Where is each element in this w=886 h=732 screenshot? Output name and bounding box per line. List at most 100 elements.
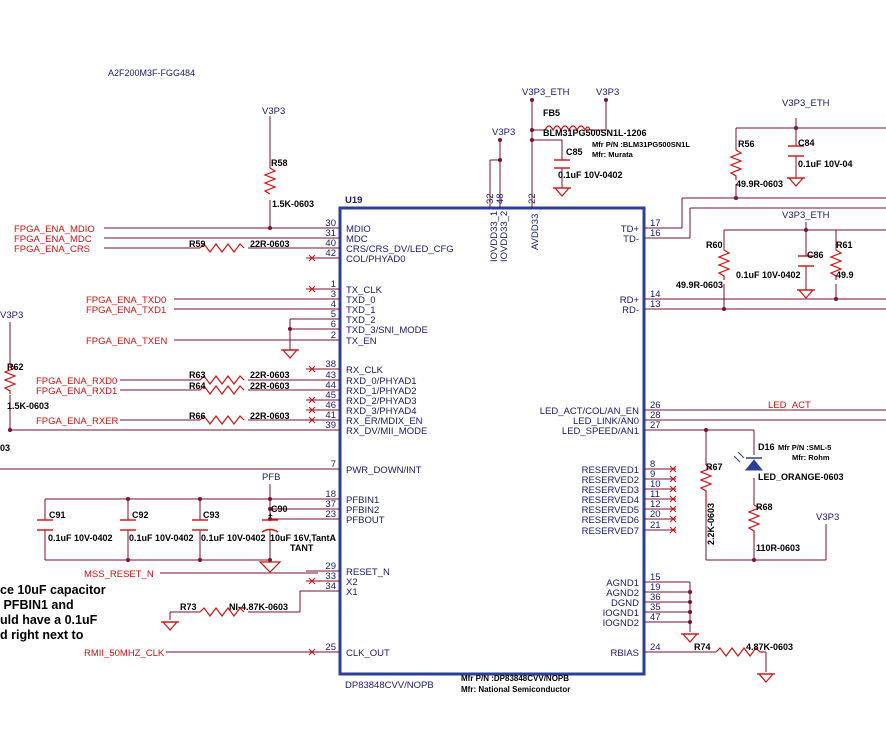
r58-resistor [263,167,277,195]
pin-name-col-phyad0: COL/PHYAD0 [346,254,405,265]
pin-name-tx-clk: TX_CLK [346,285,383,296]
pin-name-txd-2: TXD_2 [346,315,376,326]
c84-ref: C84 [798,138,815,148]
net-mss-reset-n[interactable]: MSS_RESET_N [84,569,154,580]
pin-name-dgnd: DGND [611,598,639,609]
pin-num-11: 11 [650,489,660,500]
pin-num-18: 18 [325,489,336,500]
r66-ref: R66 [189,411,206,421]
r56-resistor [729,149,743,180]
net-fpga-ena-txd1[interactable]: FPGA_ENA_TXD1 [86,305,166,316]
net-fpga-ena-txen[interactable]: FPGA_ENA_TXEN [86,336,167,347]
pin-name-reserved1: RESERVED1 [582,465,639,476]
r67-value: 2.2K-0603 [706,503,716,545]
pin-num-1: 1 [331,279,336,290]
r62-value: 1.5K-0603 [7,401,49,411]
c93-value: 0.1uF 10V-0402 [201,533,266,543]
pin-name-reserved2: RESERVED2 [582,475,639,486]
no-connect-mark [308,365,316,373]
c85-value: 0.1uF 10V-0402 [558,170,623,180]
no-connect-mark [669,475,677,483]
net-rmii-50mhz-clk[interactable]: RMII_50MHZ_CLK [84,648,165,659]
d16-led [744,459,764,471]
power-v3p3-eth-r56: V3P3_ETH [782,98,830,109]
c90-type: TANT [290,543,314,553]
pin-num-12: 12 [650,499,661,510]
r67-resistor [699,464,713,505]
pin-num-5: 5 [331,309,336,320]
r67-ref: R67 [706,462,723,472]
pin-name-pfbout: PFBOUT [346,515,385,526]
top-pins: 32 48 22 IOVDD33_1 IOVDD33_2 AVDD33 [485,140,541,262]
pin-num-20: 20 [650,509,661,520]
pin-name-mdio: MDIO [346,224,371,235]
fb5-network [531,100,607,188]
pin-name-iognd1: IOGND1 [603,608,639,619]
pin-num-33: 33 [325,571,336,582]
pin-num-40: 40 [325,238,336,249]
r64-value: 22R-0603 [250,381,290,391]
pin-name-agnd2: AGND2 [606,588,639,599]
design-note: ce 10uF capacitor PFBIN1 and uld have a … [0,583,106,642]
r61-ref: R61 [836,240,853,250]
net-fpga-ena-rxd1[interactable]: FPGA_ENA_RXD1 [36,386,117,397]
pin-name-x1: X1 [346,587,358,598]
no-connect-mark [669,485,677,493]
net-fpga-ena-mdc[interactable]: FPGA_ENA_MDC [14,234,92,245]
r73-value: NI-4.87K-0603 [229,602,288,612]
pin-num-22: 22 [527,193,538,204]
pin-num-24: 24 [650,642,661,653]
net-fpga-ena-mdio[interactable]: FPGA_ENA_MDIO [14,224,95,235]
r74-resistor [715,647,764,657]
pin-name-reserved6: RESERVED6 [582,515,639,526]
pin-name-txd-1: TXD_1 [346,305,376,316]
r58-ref: R58 [271,158,288,168]
pin-num-39: 39 [325,420,336,431]
net-fpga-ena-rxer[interactable]: FPGA_ENA_RXER [36,416,118,427]
pin-num-34: 34 [325,581,336,592]
net-fpga-ena-rxd0[interactable]: FPGA_ENA_RXD0 [36,376,117,387]
pin-name-rx-clk: RX_CLK [346,365,384,376]
net-led-act[interactable]: LED_ACT [768,400,811,411]
power-v3p3-eth-r60: V3P3_ETH [782,210,830,221]
r59-ref: R59 [189,239,206,249]
r61-value: 49.9 [836,270,854,280]
pin-name-rxd-1-phyad2: RXD_1/PHYAD2 [346,386,417,397]
net-fpga-ena-crs[interactable]: FPGA_ENA_CRS [14,244,90,255]
r66-value: 22R-0603 [250,411,290,421]
pin-num-8: 8 [650,459,655,470]
r68-value: 110R-0603 [756,543,800,553]
pin-name-rx-er-mdix-en: RX_ER/MDIX_EN [346,416,423,427]
r58-value: 1.5K-0603 [272,199,314,209]
pin-name-txd-3-sni-mode: TXD_3/SNI_MODE [346,325,428,336]
pin-name-reserved5: RESERVED5 [582,505,639,516]
pin-name-reserved7: RESERVED7 [582,526,639,537]
pin-num-35: 35 [650,602,661,613]
power-v3p3-fb: V3P3 [596,87,619,98]
r73-network [169,590,318,620]
power-v3p3-r62: V3P3 [0,310,23,321]
pin-num-32: 32 [485,193,496,204]
pin-name-txd-0: TXD_0 [346,295,376,306]
pin-num-28: 28 [650,410,661,421]
pin-num-41: 41 [325,410,336,421]
u19-body[interactable] [338,206,646,676]
note-line-1: ce 10uF capacitor [0,583,106,597]
c92-value: 0.1uF 10V-0402 [129,533,194,543]
no-connect-mark [308,254,316,262]
pin-name-avdd33: AVDD33 [530,214,541,250]
pin-num-15: 15 [650,572,661,583]
r62-tail-text: 03 [0,443,10,453]
pin-num-7: 7 [331,459,336,470]
pin-name-rxd-2-phyad3: RXD_2/PHYAD3 [346,396,417,407]
c84-value: 0.1uF 10V-04 [798,159,853,169]
fb5-mfr: Mfr: Murata [592,150,634,159]
c85-ref: C85 [566,147,583,157]
r59-resistor [199,243,245,253]
pin-name-clk-out: CLK_OUT [346,648,390,659]
pin-num-47: 47 [650,612,661,623]
pin-num-42: 42 [325,248,336,259]
net-fpga-ena-txd0[interactable]: FPGA_ENA_TXD0 [86,295,166,306]
pin-num-27: 27 [650,420,661,431]
